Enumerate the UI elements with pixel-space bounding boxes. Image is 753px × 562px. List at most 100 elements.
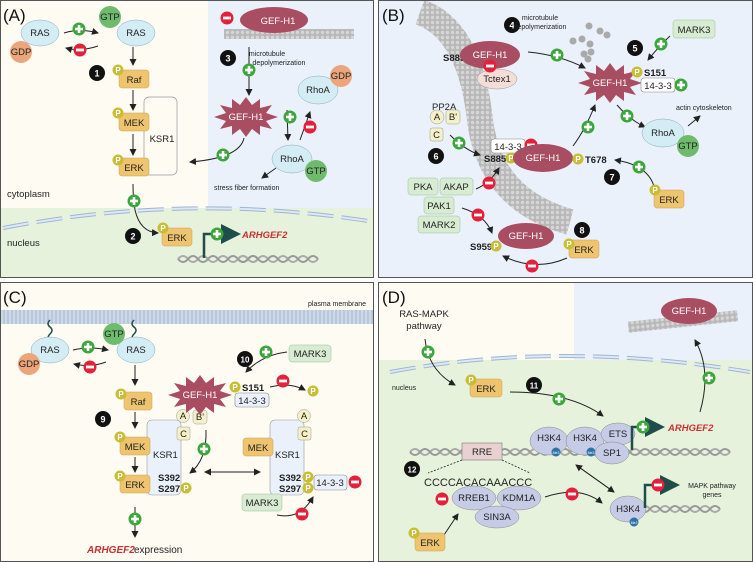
inhibition-icon — [525, 259, 539, 273]
gtp-badge — [305, 160, 327, 182]
svg-text:ERK: ERK — [659, 195, 679, 206]
inhibition-icon — [73, 43, 87, 57]
phospho-icon — [229, 381, 241, 393]
inhibition-icon — [651, 478, 665, 492]
gefh1-microtubule-bound — [240, 7, 308, 33]
svg-text:RhoA: RhoA — [651, 128, 675, 139]
activation-icon — [552, 392, 566, 406]
inhibition-icon — [276, 374, 290, 388]
svg-text:MARK3: MARK3 — [246, 498, 279, 509]
svg-text:14-3-3: 14-3-3 — [644, 81, 671, 92]
inhibition-icon — [483, 59, 497, 73]
svg-text:2: 2 — [130, 232, 135, 242]
svg-text:4: 4 — [509, 21, 514, 31]
svg-text:depolymerization: depolymerization — [253, 60, 306, 67]
panel-d-label: (D) — [382, 288, 406, 307]
cytoplasm-label: cytoplasm — [7, 189, 50, 200]
activation-icon — [636, 420, 650, 434]
svg-text:A: A — [301, 411, 308, 422]
svg-text:GEF-H1: GEF-H1 — [261, 16, 296, 27]
mek-kinase — [119, 436, 151, 456]
step-8-marker — [574, 222, 590, 238]
gefh1-bound — [460, 41, 520, 69]
h3k4-me3 — [565, 426, 605, 456]
phospho-icon — [302, 471, 314, 483]
microtubule — [414, 0, 574, 235]
svg-text:RREB1: RREB1 — [458, 493, 490, 504]
svg-text:H3K4: H3K4 — [537, 433, 561, 444]
svg-text:11: 11 — [530, 382, 539, 391]
svg-text:H3K4: H3K4 — [616, 504, 640, 515]
svg-text:ERK: ERK — [476, 384, 496, 395]
svg-text:GDP: GDP — [19, 359, 40, 370]
rre-element — [461, 442, 503, 461]
activation-icon — [127, 194, 141, 208]
sp1-factor — [594, 441, 630, 465]
step-5-marker — [627, 40, 643, 56]
s297-site: S297 — [158, 484, 180, 495]
s885-site: S885 — [443, 53, 466, 64]
inhibition-icon — [435, 492, 449, 506]
pak1-kinase — [423, 196, 455, 215]
activation-icon — [81, 340, 95, 354]
svg-text:PAK1: PAK1 — [427, 201, 451, 212]
mark3-kinase — [241, 493, 283, 512]
inhibition-icon — [471, 208, 485, 222]
ksr1-scaffold — [269, 419, 305, 496]
akap — [439, 177, 474, 196]
svg-text:MEK: MEK — [248, 443, 269, 454]
phospho-icon — [572, 153, 584, 165]
svg-text:10: 10 — [241, 356, 250, 365]
protein-14-3-3 — [234, 392, 270, 408]
svg-text:C: C — [433, 130, 440, 141]
ksr1-scaffold — [143, 96, 178, 176]
phospho-icon — [112, 154, 124, 166]
gdp-badge — [330, 65, 352, 87]
stress-fiber-label: stress fiber formation — [214, 185, 279, 192]
svg-text:MARK3: MARK3 — [294, 349, 327, 360]
svg-text:MEK: MEK — [125, 442, 146, 453]
pka-kinase — [407, 177, 439, 196]
ras-active — [116, 19, 156, 47]
activation-icon — [216, 148, 230, 162]
panel-d: (D) RAS-MAPK pathway GEF-H1 nucleus ERK … — [378, 282, 753, 562]
svg-text:GEF-H1: GEF-H1 — [526, 153, 561, 164]
svg-text:RhoA: RhoA — [280, 154, 304, 165]
activation-icon — [197, 442, 211, 456]
me2-mark — [629, 517, 639, 527]
svg-text:A: A — [434, 112, 441, 123]
activation-icon — [259, 345, 273, 359]
pp2a-subunit-b — [445, 109, 461, 125]
svg-text:ERK: ERK — [420, 538, 440, 549]
step-12-marker — [404, 461, 420, 477]
svg-text:RAS: RAS — [126, 28, 146, 39]
phospho-icon — [157, 222, 169, 234]
svg-text:C: C — [180, 429, 187, 440]
svg-text:genes: genes — [702, 492, 722, 499]
me3-mark — [586, 447, 596, 457]
phospho-icon — [112, 107, 124, 119]
phospho-icon — [114, 431, 126, 443]
ras-active — [116, 336, 156, 364]
phospho-icon — [307, 385, 319, 397]
activation-icon — [702, 371, 716, 385]
svg-text:Tctex1: Tctex1 — [483, 74, 510, 85]
step-9-marker — [95, 411, 111, 427]
cytoplasm-region — [378, 282, 574, 360]
arhgef2-gene: ARHGEF2 — [86, 545, 135, 556]
svg-text:8: 8 — [579, 226, 584, 236]
phospho-icon — [180, 482, 192, 494]
raf-kinase — [118, 69, 150, 89]
activation-icon — [550, 48, 564, 62]
svg-text:6: 6 — [433, 152, 438, 162]
step-4-marker — [504, 17, 520, 33]
activation-icon — [128, 512, 142, 526]
svg-text:RRE: RRE — [472, 447, 492, 458]
svg-text:MARK3: MARK3 — [678, 25, 711, 36]
svg-text:ERK: ERK — [124, 163, 144, 174]
svg-text:RAS: RAS — [126, 345, 146, 356]
rre-sequence: CCCCACACAAACCC — [424, 477, 532, 489]
s297-site: S297 — [279, 484, 301, 495]
activation-icon — [283, 110, 297, 124]
actin-label: actin cytoskeleton — [676, 105, 732, 112]
